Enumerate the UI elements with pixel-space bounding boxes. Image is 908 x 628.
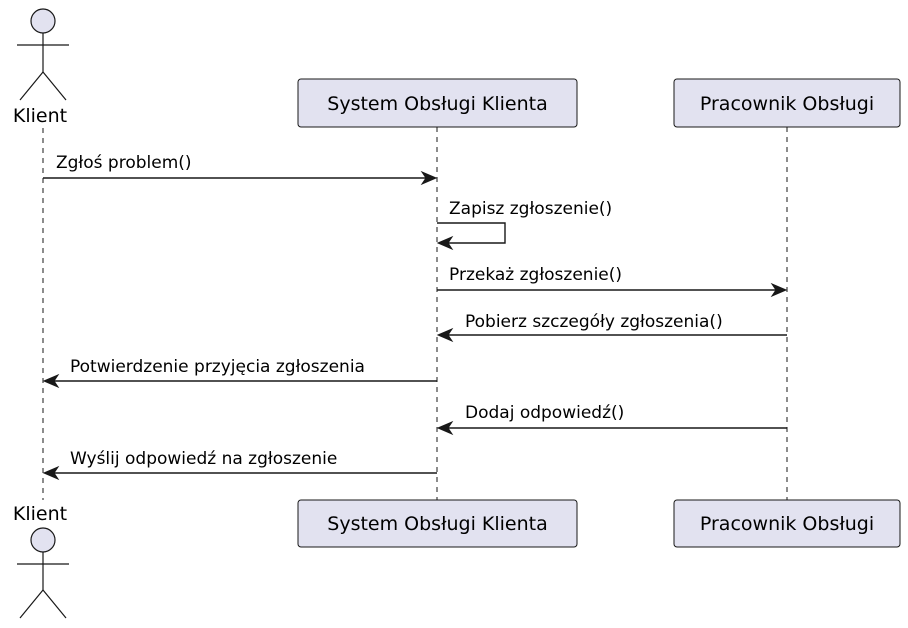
participant-label-pracownik-bottom: Pracownik Obsługi bbox=[700, 513, 874, 535]
message-label: Pobierz szczegóły zgłoszenia() bbox=[465, 312, 723, 332]
message-wyslij-odpowiedz: Wyślij odpowiedź na zgłoszenie bbox=[42, 449, 437, 481]
participant-system-top: System Obsługi Klienta bbox=[297, 78, 578, 128]
message-label: Zgłoś problem() bbox=[56, 153, 192, 173]
participant-pracownik-bottom: Pracownik Obsługi bbox=[673, 499, 901, 548]
actor-klient-top: Klient bbox=[13, 8, 69, 127]
actor-head-icon bbox=[30, 527, 56, 553]
arrow-right-icon bbox=[420, 170, 438, 186]
message-label: Zapisz zgłoszenie() bbox=[449, 199, 612, 219]
arrow-left-icon bbox=[436, 235, 454, 251]
actor-head-icon bbox=[30, 8, 56, 34]
message-dodaj-odpowiedz: Dodaj odpowiedź() bbox=[436, 403, 787, 436]
message-label: Potwierdzenie przyjęcia zgłoszenia bbox=[70, 357, 365, 377]
actor-label-klient-bottom: Klient bbox=[13, 503, 67, 525]
message-pobierz-szczegoly: Pobierz szczegóły zgłoszenia() bbox=[436, 312, 787, 343]
message-label: Wyślij odpowiedź na zgłoszenie bbox=[70, 449, 337, 469]
message-zglos-problem: Zgłoś problem() bbox=[43, 153, 438, 186]
participant-system-bottom: System Obsługi Klienta bbox=[297, 499, 578, 548]
arrow-left-icon bbox=[436, 327, 454, 343]
participant-label-system-top: System Obsługi Klienta bbox=[327, 93, 547, 115]
message-label: Dodaj odpowiedź() bbox=[465, 403, 624, 423]
actor-label-klient-top: Klient bbox=[13, 105, 67, 127]
participant-label-pracownik-top: Pracownik Obsługi bbox=[700, 93, 874, 115]
arrow-left-icon bbox=[42, 465, 60, 481]
arrow-left-icon bbox=[42, 373, 60, 389]
participant-pracownik-top: Pracownik Obsługi bbox=[673, 78, 901, 128]
message-label: Przekaż zgłoszenie() bbox=[449, 265, 622, 285]
participant-label-system-bottom: System Obsługi Klienta bbox=[327, 513, 547, 535]
actor-klient-bottom: Klient bbox=[13, 503, 69, 619]
message-zapisz-zgloszenie: Zapisz zgłoszenie() bbox=[436, 199, 612, 251]
message-potwierdzenie: Potwierdzenie przyjęcia zgłoszenia bbox=[42, 357, 437, 389]
message-przekaz-zgloszenie: Przekaż zgłoszenie() bbox=[437, 265, 788, 298]
arrow-right-icon bbox=[770, 282, 788, 298]
arrow-left-icon bbox=[436, 420, 454, 436]
